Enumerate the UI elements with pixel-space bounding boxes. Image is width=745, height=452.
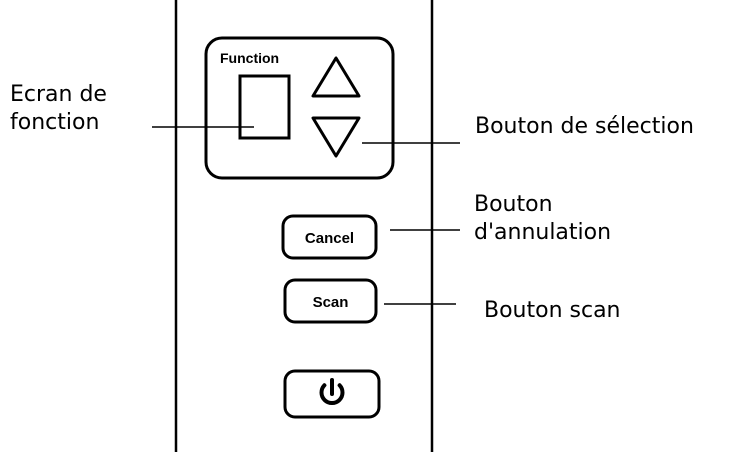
scan-button[interactable] [283,278,378,324]
triangle-down-icon[interactable] [311,116,361,158]
function-panel [204,36,395,180]
function-screen [238,74,291,140]
cancel-button-callout: Bouton d'annulation [474,191,611,247]
function-screen-callout-line1: Ecran de [10,82,107,107]
cancel-button[interactable] [281,214,378,260]
power-icon [319,378,345,405]
scan-button-callout: Bouton scan [484,298,621,323]
cancel-button-callout-line2: d'annulation [474,220,612,245]
function-screen-callout-line2: fonction [10,110,100,135]
power-button[interactable] [283,369,381,419]
cancel-button-label: Cancel [305,230,354,247]
function-screen-callout: Ecran de fonction [10,81,107,137]
cancel-button-callout-line1: Bouton [474,192,553,217]
selection-button-callout: Bouton de sélection [475,114,694,139]
function-label: Function [220,50,279,66]
triangle-up-icon[interactable] [311,56,361,98]
scan-button-label: Scan [313,294,349,311]
